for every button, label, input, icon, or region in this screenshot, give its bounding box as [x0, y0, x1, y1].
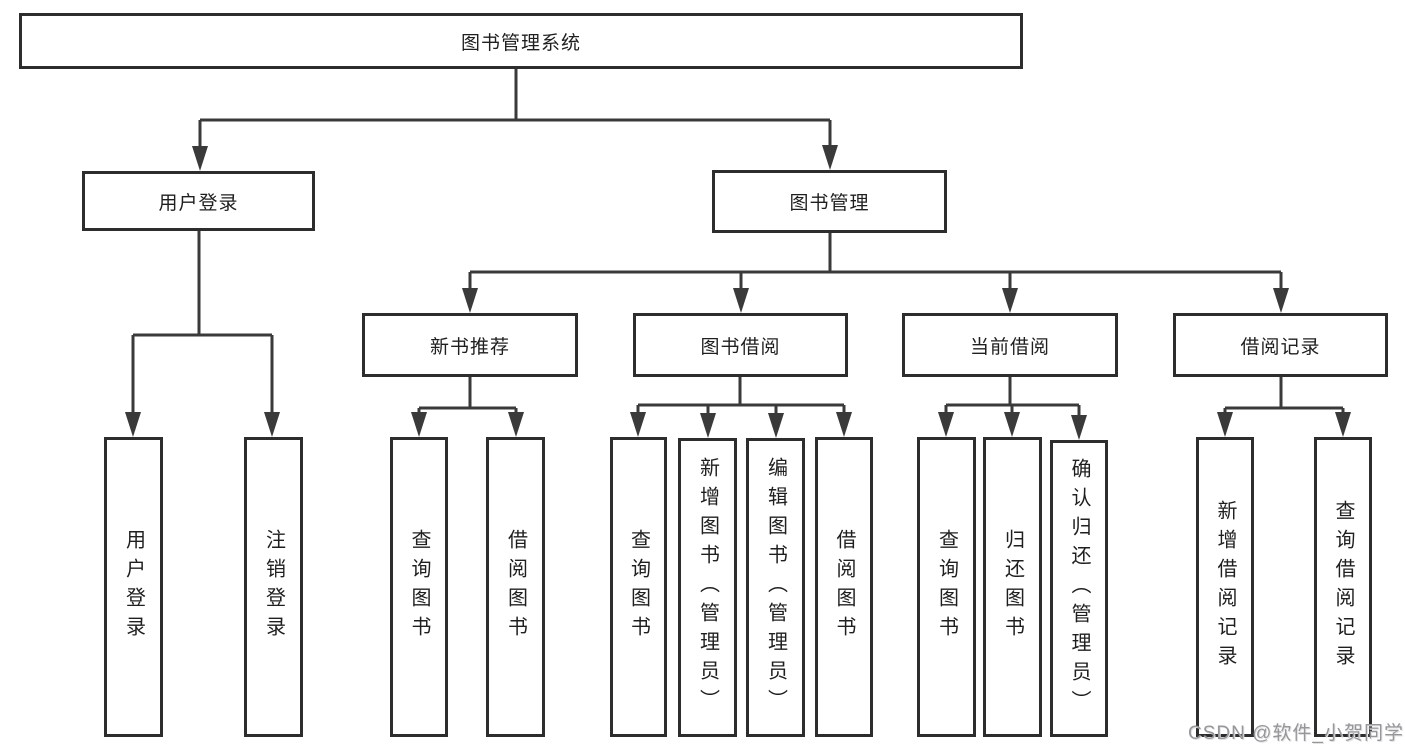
leaf-newbook-borrow: 借阅图书 — [486, 437, 545, 737]
leaf-borrow-edit-label: 编辑图书（管理员） — [764, 457, 787, 718]
leaf-newbook-query-label: 查询图书 — [408, 529, 430, 645]
leaf-current-return: 归还图书 — [983, 437, 1042, 737]
node-user-login: 用户登录 — [82, 171, 315, 231]
leaf-newbook-query: 查询图书 — [390, 437, 448, 737]
node-current-borrow-label: 当前借阅 — [969, 336, 1050, 358]
node-new-book-recommend: 新书推荐 — [362, 313, 578, 377]
node-book-management-label: 图书管理 — [789, 193, 870, 214]
node-root: 图书管理系统 — [19, 13, 1023, 69]
node-book-borrow: 图书借阅 — [633, 313, 848, 377]
arrow-down-icon — [938, 412, 954, 437]
leaf-logout: 注销登录 — [244, 437, 303, 737]
leaf-user-login: 用户登录 — [104, 437, 163, 737]
leaf-borrow-add: 新增图书（管理员） — [678, 438, 737, 737]
arrow-down-icon — [1004, 412, 1020, 437]
arrow-down-icon — [768, 413, 784, 438]
node-user-login-label: 用户登录 — [158, 192, 239, 214]
leaf-current-return-label: 归还图书 — [1001, 529, 1024, 645]
arrow-down-icon — [1071, 415, 1087, 440]
leaf-current-query-label: 查询图书 — [935, 529, 958, 645]
arrow-down-icon — [822, 145, 838, 170]
node-book-borrow-label: 图书借阅 — [700, 336, 781, 358]
arrow-down-icon — [1273, 288, 1289, 313]
arrow-down-icon — [1217, 412, 1233, 437]
leaf-borrow-query: 查询图书 — [610, 437, 667, 737]
leaf-record-add: 新增借阅记录 — [1196, 437, 1254, 737]
leaf-borrow-query-label: 查询图书 — [627, 529, 650, 645]
leaf-record-query-label: 查询借阅记录 — [1332, 500, 1354, 674]
leaf-newbook-borrow-label: 借阅图书 — [504, 529, 527, 645]
leaf-current-confirm-label: 确认归还（管理员） — [1068, 458, 1090, 719]
arrow-down-icon — [462, 288, 478, 313]
leaf-user-login-label: 用户登录 — [122, 529, 145, 645]
node-borrow-record-label: 借阅记录 — [1240, 336, 1321, 358]
arrow-down-icon — [192, 146, 208, 171]
node-new-book-recommend-label: 新书推荐 — [429, 336, 510, 358]
node-current-borrow: 当前借阅 — [902, 313, 1118, 377]
leaf-borrow-add-label: 新增图书（管理员） — [696, 457, 719, 718]
arrow-down-icon — [508, 412, 524, 437]
arrow-down-icon — [264, 412, 280, 437]
leaf-borrow-edit: 编辑图书（管理员） — [746, 438, 805, 737]
leaf-record-add-label: 新增借阅记录 — [1214, 500, 1236, 674]
node-book-management: 图书管理 — [712, 170, 947, 233]
leaf-current-confirm: 确认归还（管理员） — [1050, 440, 1108, 737]
leaf-logout-label: 注销登录 — [262, 529, 285, 645]
arrow-down-icon — [1335, 412, 1351, 437]
leaf-current-query: 查询图书 — [917, 437, 976, 737]
arrow-down-icon — [700, 413, 716, 438]
leaf-record-query: 查询借阅记录 — [1314, 437, 1372, 737]
arrow-down-icon — [630, 412, 646, 437]
node-root-label: 图书管理系统 — [460, 32, 581, 54]
csdn-watermark: CSDN @软件_小贺同学 — [1188, 723, 1404, 744]
arrow-down-icon — [1002, 288, 1018, 313]
arrow-down-icon — [836, 412, 852, 437]
leaf-borrow-borrow-label: 借阅图书 — [833, 529, 855, 645]
arrow-down-icon — [125, 412, 141, 437]
arrow-down-icon — [733, 288, 749, 313]
arrow-down-icon — [411, 412, 427, 437]
node-borrow-record: 借阅记录 — [1173, 313, 1388, 377]
leaf-borrow-borrow: 借阅图书 — [815, 437, 873, 737]
